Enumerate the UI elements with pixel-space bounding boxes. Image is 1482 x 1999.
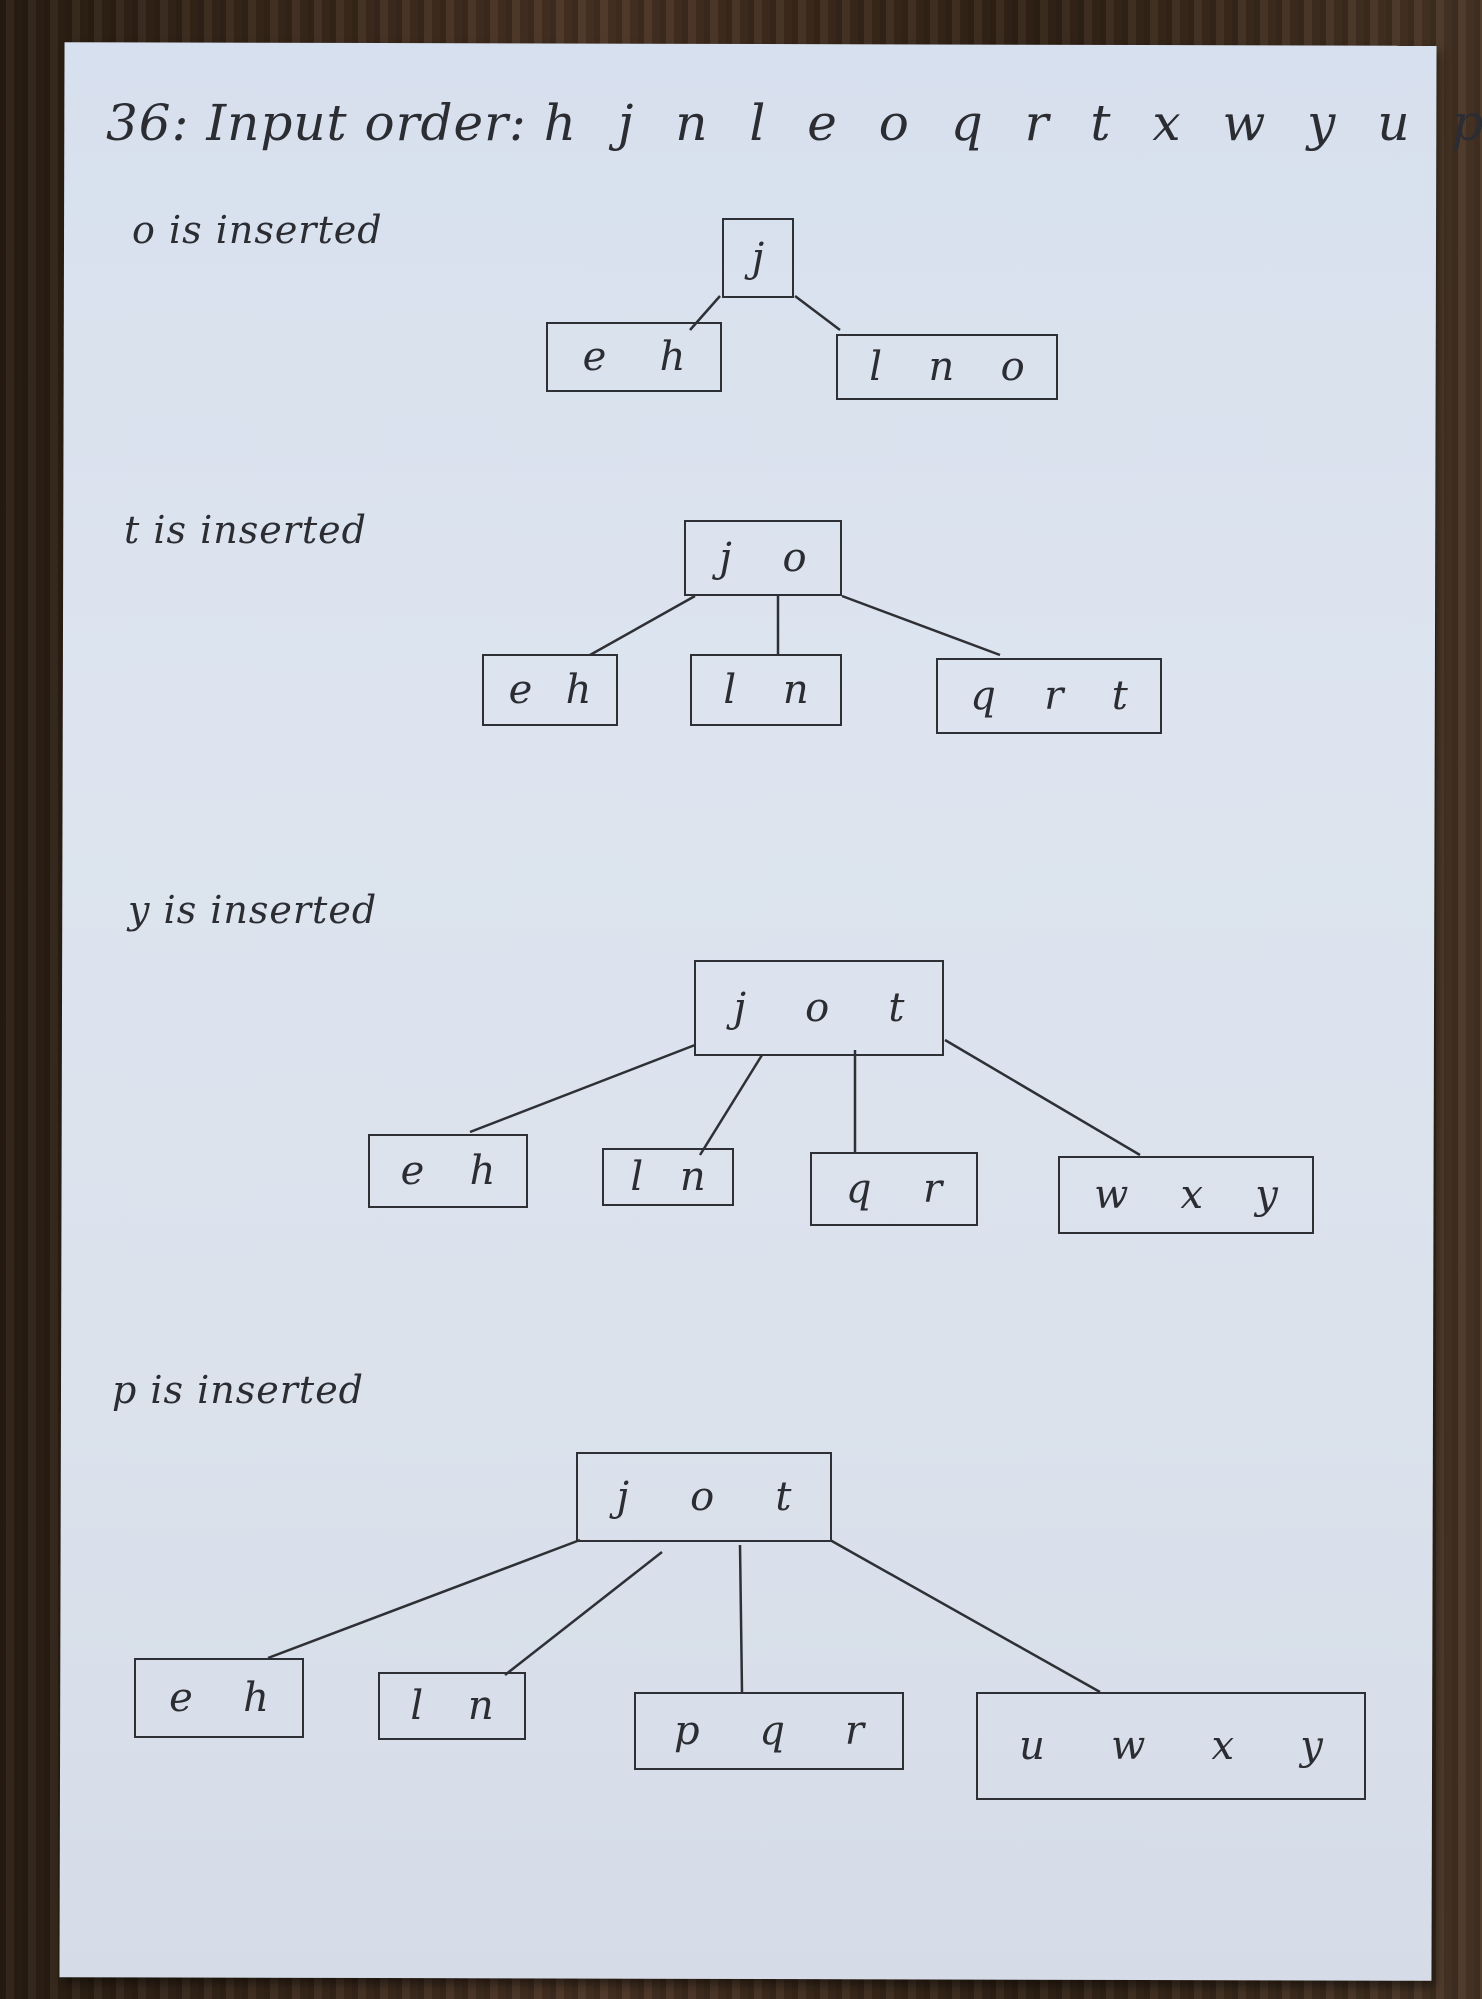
- edge: [841, 594, 1001, 657]
- page-title: 36: Input order: h j n l e o q r t x w y…: [106, 94, 1482, 152]
- step-4-child-node: p q r: [634, 1692, 904, 1770]
- node-key: o: [690, 1474, 715, 1520]
- node-key: j: [751, 235, 765, 281]
- edge: [267, 1538, 581, 1660]
- node-key: y: [1300, 1723, 1323, 1769]
- step-4-child-node: u w x y: [976, 1692, 1366, 1800]
- node-key: t: [775, 1474, 792, 1520]
- step-1-child-node: e h: [546, 322, 722, 392]
- node-key: x: [1180, 1172, 1204, 1218]
- title-prefix: 36: Input order:: [106, 94, 527, 152]
- step-4-root-node: j o t: [576, 1452, 832, 1542]
- edge: [469, 1043, 696, 1134]
- node-key: e: [508, 667, 533, 713]
- node-key: y: [1255, 1172, 1278, 1218]
- step-4-child-node: e h: [134, 1658, 304, 1738]
- node-key: o: [1000, 344, 1025, 390]
- edge: [794, 295, 841, 331]
- edge: [829, 1538, 1101, 1694]
- step-2-root-node: j o: [684, 520, 842, 596]
- node-key: q: [845, 1166, 872, 1212]
- step-3-child-node: q r: [810, 1152, 978, 1226]
- node-key: r: [1044, 673, 1064, 719]
- node-key: l: [410, 1683, 424, 1729]
- node-key: h: [565, 667, 592, 713]
- node-key: l: [869, 344, 883, 390]
- node-key: w: [1094, 1172, 1129, 1218]
- node-key: l: [723, 667, 737, 713]
- node-key: t: [888, 985, 905, 1031]
- node-key: n: [782, 667, 809, 713]
- node-key: n: [467, 1683, 494, 1729]
- node-key: h: [243, 1675, 269, 1721]
- step-3-child-node: l n: [602, 1148, 734, 1206]
- node-key: e: [169, 1675, 193, 1721]
- node-key: x: [1211, 1723, 1235, 1769]
- step-3-caption: y is inserted: [128, 888, 378, 932]
- node-key: p: [673, 1708, 700, 1754]
- edge: [589, 594, 696, 657]
- node-key: o: [782, 535, 807, 581]
- edge: [504, 1551, 663, 1676]
- node-key: j: [719, 535, 732, 581]
- step-2-child-node: e h: [482, 654, 618, 726]
- edge: [698, 1054, 764, 1156]
- step-1-child-node: l n o: [836, 334, 1058, 400]
- node-key: t: [1111, 673, 1128, 719]
- step-3-root-node: j o t: [694, 960, 944, 1056]
- node-key: r: [923, 1166, 943, 1212]
- node-key: r: [844, 1708, 865, 1754]
- node-key: h: [469, 1148, 496, 1194]
- node-key: u: [1019, 1723, 1045, 1769]
- node-key: e: [582, 334, 607, 380]
- node-key: o: [805, 985, 830, 1031]
- node-key: j: [733, 985, 746, 1031]
- input-sequence: h j n l e o q r t x w y u p: [543, 94, 1482, 152]
- step-2-caption: t is inserted: [124, 508, 367, 552]
- node-key: n: [679, 1154, 706, 1200]
- node-key: h: [659, 334, 686, 380]
- node-key: q: [759, 1708, 786, 1754]
- step-1-root-node: j: [722, 218, 794, 298]
- step-3-child-node: w x y: [1058, 1156, 1314, 1234]
- step-2-child-node: l n: [690, 654, 842, 726]
- step-4-child-node: l n: [378, 1672, 526, 1740]
- node-key: e: [400, 1148, 425, 1194]
- node-key: n: [928, 344, 955, 390]
- node-key: j: [616, 1474, 629, 1520]
- step-3-child-node: e h: [368, 1134, 528, 1208]
- node-key: w: [1111, 1723, 1146, 1769]
- edge: [738, 1544, 744, 1693]
- edge: [944, 1038, 1141, 1157]
- edge: [689, 295, 721, 331]
- step-1-caption: o is inserted: [132, 208, 383, 252]
- step-4-caption: p is inserted: [112, 1368, 365, 1412]
- step-2-child-node: q r t: [936, 658, 1162, 734]
- node-key: l: [630, 1154, 644, 1200]
- node-key: q: [970, 673, 996, 719]
